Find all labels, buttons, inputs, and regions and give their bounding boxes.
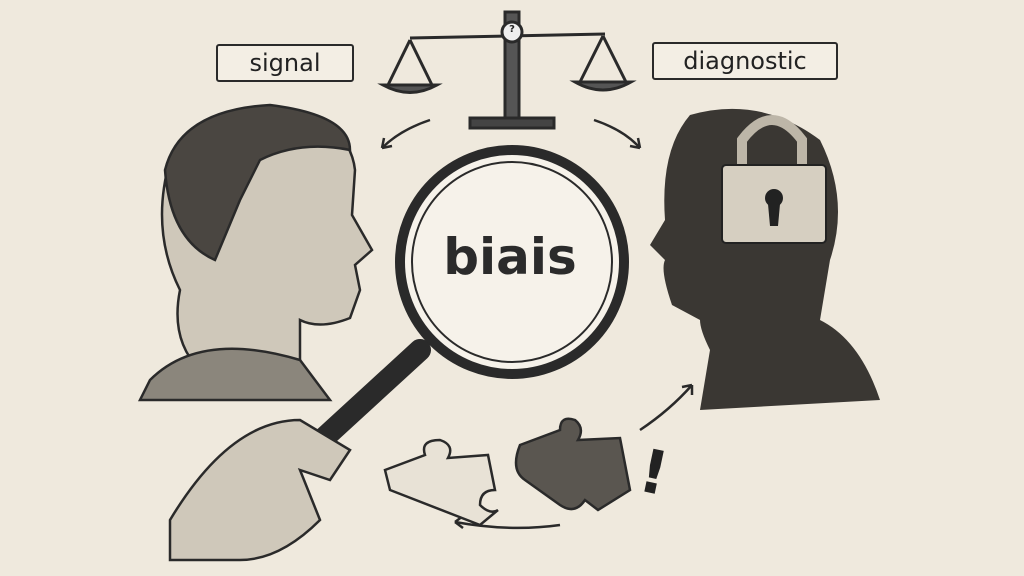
scale-question-mark: ? [509, 24, 515, 35]
diagnostic-label: diagnostic [652, 42, 838, 80]
signal-label: signal [216, 44, 354, 82]
shadow-profile [650, 108, 880, 410]
hand [168, 418, 352, 562]
puzzle-piece-icon [383, 417, 632, 527]
lens-word: biais [443, 228, 577, 286]
padlock-icon [721, 115, 827, 244]
man-profile [137, 103, 374, 402]
magnifying-glass-icon [289, 145, 629, 471]
balance-scale-icon [377, 10, 637, 130]
